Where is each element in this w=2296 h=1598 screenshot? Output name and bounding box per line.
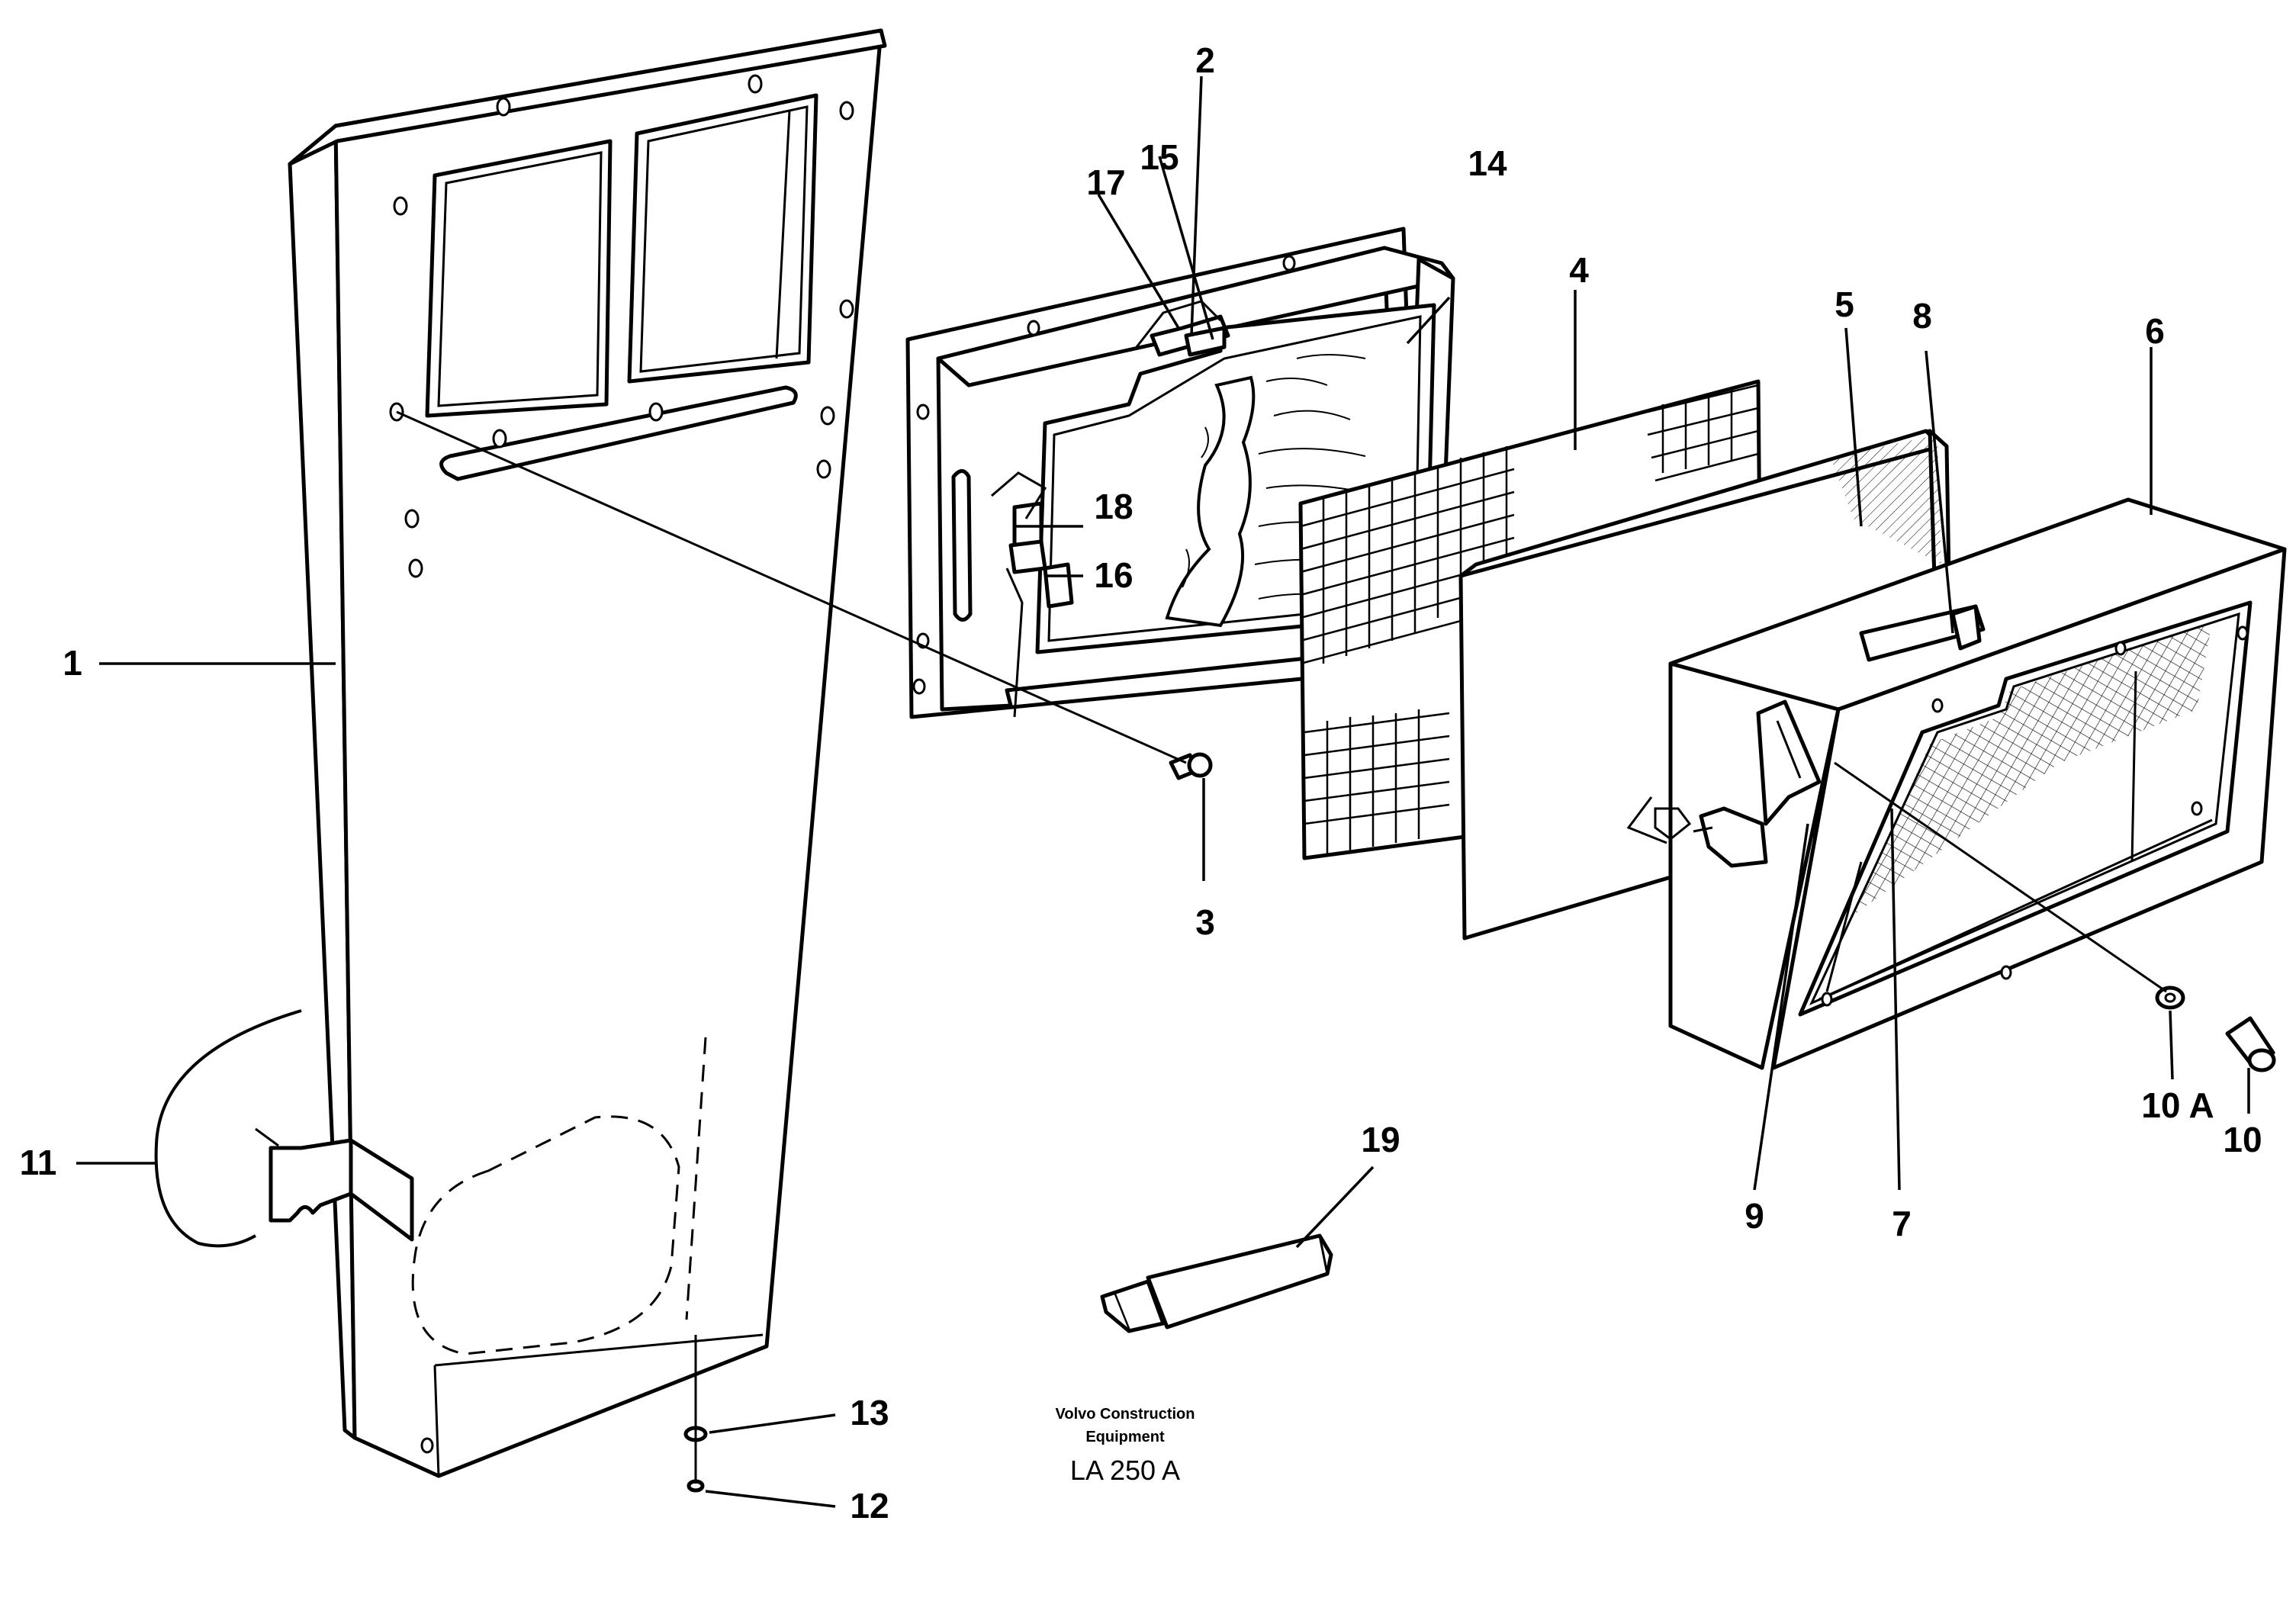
callout-labels: 1 2 3 4 5 6 7 8 9 10 10 A 11 12 13 14 15…	[20, 40, 2262, 1526]
callout-18: 18	[1094, 487, 1133, 526]
part-4-grid-lines	[1300, 384, 1759, 854]
callout-2: 2	[1195, 40, 1215, 80]
part-1-side-panel	[255, 28, 887, 1478]
part-11-cable	[154, 1009, 302, 1248]
caption-company-line2: Equipment	[1085, 1429, 1165, 1445]
callout-7: 7	[1892, 1204, 1912, 1243]
callout-10a: 10 A	[2141, 1085, 2214, 1125]
callout-3: 3	[1195, 902, 1215, 942]
callout-6: 6	[2145, 311, 2165, 351]
callout-15: 15	[1140, 137, 1179, 177]
part-10-bolt	[2225, 1016, 2276, 1072]
assembly-lines	[396, 410, 2167, 1484]
callout-1: 1	[63, 643, 82, 683]
part-10a-washer	[2155, 985, 2185, 1010]
callout-17: 17	[1086, 162, 1125, 202]
callout-19: 19	[1361, 1120, 1400, 1159]
callout-16: 16	[1094, 555, 1133, 595]
drawing-caption: Volvo Construction Equipment LA 250 A	[1056, 1406, 1195, 1486]
caption-drawing-ref: LA 250 A	[1070, 1455, 1180, 1486]
leader-lines	[76, 76, 2250, 1508]
callout-13: 13	[850, 1393, 889, 1432]
part-1-mounting-holes	[389, 74, 854, 1454]
part-6-outer-frame	[1626, 497, 2287, 1070]
part-19-tube	[1100, 1233, 1333, 1333]
part-3-screw	[1169, 752, 1213, 780]
callout-4: 4	[1569, 250, 1589, 290]
callout-9: 9	[1745, 1196, 1764, 1236]
callout-5: 5	[1835, 285, 1854, 324]
caption-company-line1: Volvo Construction	[1056, 1406, 1195, 1423]
callout-12: 12	[850, 1486, 889, 1526]
callout-11: 11	[20, 1143, 57, 1182]
callout-10: 10	[2223, 1120, 2262, 1159]
callout-8: 8	[1912, 296, 1932, 336]
callout-14: 14	[1468, 143, 1507, 183]
